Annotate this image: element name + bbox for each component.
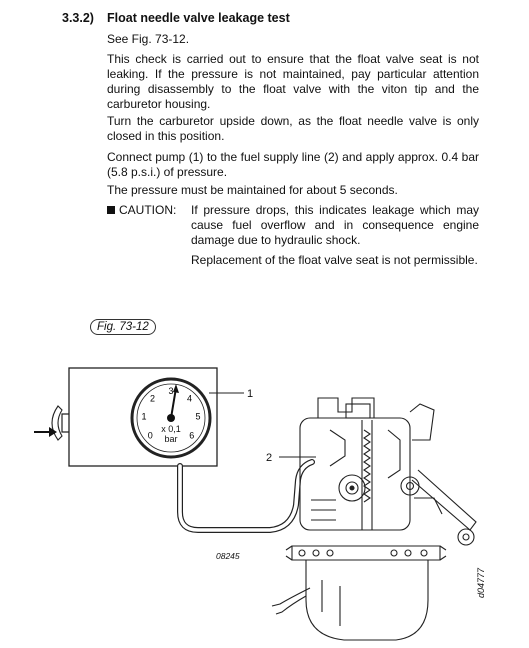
- gauge-unit-1: x 0,1: [161, 424, 181, 434]
- figure-label: Fig. 73-12: [90, 319, 156, 335]
- gauge-tick-label: 1: [141, 411, 146, 421]
- paragraph-turn-carburetor: Turn the carburetor upside down, as the …: [107, 114, 479, 143]
- gauge-needle: [170, 387, 177, 419]
- section-title: Float needle valve leakage test: [107, 11, 290, 25]
- gauge-tick-label: 6: [189, 430, 194, 440]
- paragraph-connect-pump: Connect pump (1) to the fuel supply line…: [107, 150, 479, 179]
- gauge-tick-label: 5: [195, 411, 200, 421]
- paragraph-maintain-pressure: The pressure must be maintained for abou…: [107, 183, 398, 197]
- caution-note: Replacement of the float valve seat is n…: [191, 253, 478, 267]
- callout-1: 1: [247, 388, 253, 400]
- gauge-tick-label: 0: [148, 430, 153, 440]
- side-code: d04777: [476, 567, 486, 598]
- carburetor-drawing: [271, 397, 477, 641]
- caution-label: CAUTION:: [107, 203, 176, 218]
- gauge-tick-label: 3: [168, 386, 173, 396]
- gauge-tick-label: 2: [150, 393, 155, 403]
- gauge-hub: [167, 414, 175, 422]
- pump-nozzle: [61, 413, 69, 433]
- gauge-ticks: 012 3 456: [141, 386, 200, 440]
- callout-2: 2: [266, 452, 272, 464]
- gauge-tick-label: 4: [187, 393, 192, 403]
- drawing-code: 08245: [216, 551, 240, 561]
- paragraph-purpose: This check is carried out to ensure that…: [107, 52, 479, 111]
- caution-text: If pressure drops, this indicates leakag…: [191, 203, 479, 247]
- fuel-hose: [178, 460, 314, 532]
- section-number: 3.3.2): [62, 11, 94, 25]
- pump-box: [68, 367, 218, 467]
- caution-square-icon: [107, 206, 115, 214]
- paragraph-see-fig: See Fig. 73-12.: [107, 32, 190, 46]
- gauge-unit-2: bar: [164, 434, 177, 444]
- caution-label-text: CAUTION:: [119, 203, 177, 217]
